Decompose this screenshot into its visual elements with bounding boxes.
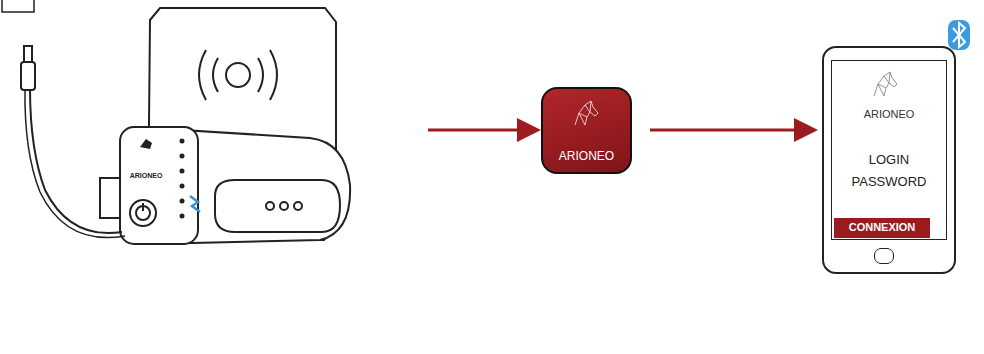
node-text: ARIONEO (824, 108, 954, 120)
node-text: ARIONEO (543, 149, 630, 163)
horse-logo (571, 99, 601, 127)
node-text: LOGIN (824, 152, 954, 167)
node-text: CONNEXION (834, 221, 930, 233)
phone-screen (831, 60, 947, 240)
app-icon: ARIONEO (541, 87, 632, 174)
node-text: PASSWORD (824, 174, 954, 189)
flow-arrow (428, 129, 535, 132)
home-button (874, 248, 894, 264)
horse-logo (870, 70, 900, 98)
login-button: CONNEXION (834, 218, 930, 238)
node-text: ARIONEO (124, 172, 168, 179)
phone-frame: ARIONEO LOGIN PASSWORD CONNEXION (822, 46, 956, 274)
flow-arrow (650, 129, 812, 132)
device-unit: ARIONEO (0, 10, 408, 340)
